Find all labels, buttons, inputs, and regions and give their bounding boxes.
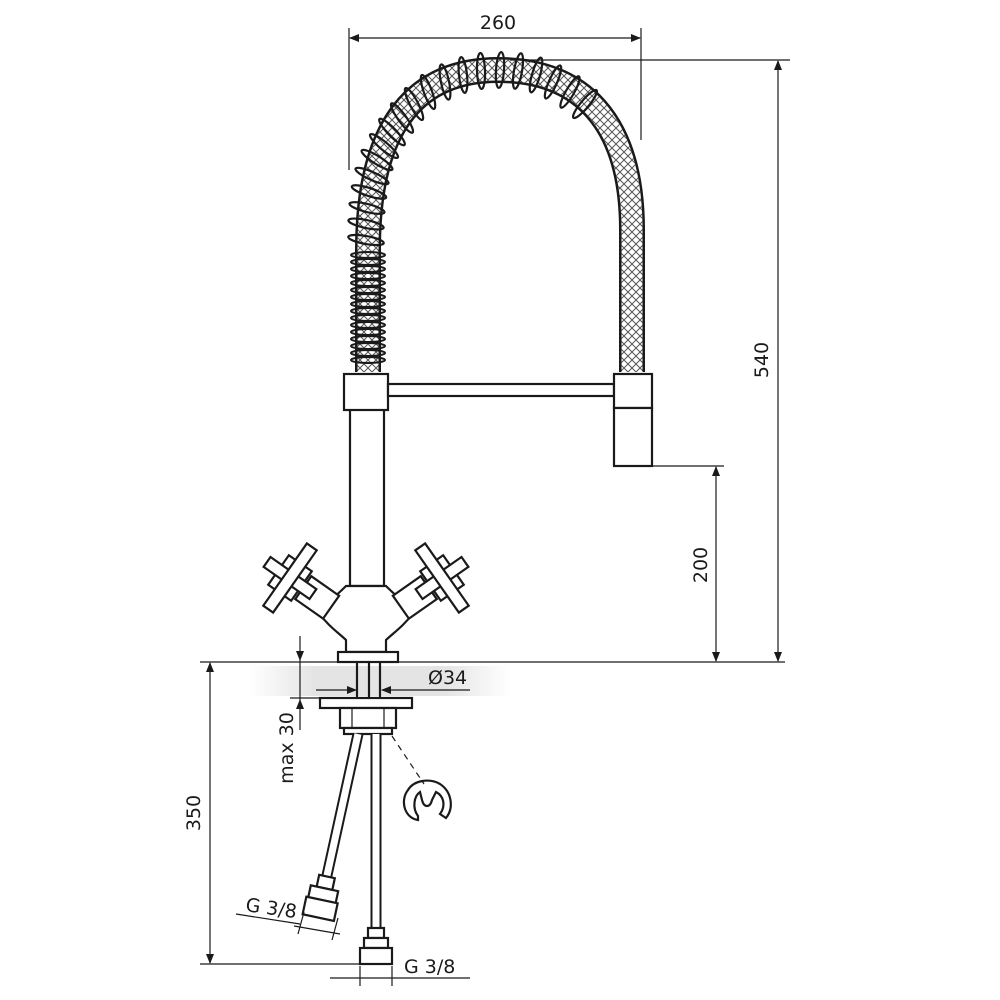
dim-max-thickness-label: max 30: [276, 712, 298, 784]
spring-ring: [350, 184, 388, 200]
spring-ring: [347, 233, 385, 247]
dimension-hole-diameter: Ø34: [316, 667, 470, 694]
spring-ring: [494, 50, 506, 90]
faucet-body: [261, 372, 654, 736]
spring-ring: [559, 75, 581, 109]
dim-spout-height-label: 200: [690, 547, 712, 583]
spring-ring: [347, 217, 385, 231]
right-cross-handle: [413, 541, 471, 615]
supply-hoses: [301, 732, 452, 966]
countertop: [200, 661, 785, 696]
dimension-width: 260: [348, 12, 642, 170]
dim-hole-diameter-label: Ø34: [428, 667, 467, 689]
dim-connector-right-label: G 3/8: [404, 956, 455, 978]
dimension-below-height: 350: [183, 662, 392, 965]
spring-ring: [348, 201, 386, 215]
spring-ring: [368, 132, 400, 160]
spring-ring: [528, 56, 544, 94]
spring-ring: [354, 166, 390, 186]
dim-connector-left-label: G 3/8: [244, 894, 298, 923]
dimension-total-height: 540: [510, 59, 790, 662]
spring-ring: [438, 63, 452, 101]
dimension-connector-right: G 3/8: [330, 956, 470, 986]
spring-ring: [389, 102, 415, 134]
dimension-max-thickness: max 30: [276, 636, 320, 784]
spring-ring: [378, 117, 406, 147]
spring-ring: [457, 55, 469, 95]
spring-ring: [419, 73, 437, 111]
spring-ring: [403, 86, 425, 122]
spring-ring: [350, 251, 386, 259]
spring-ring: [475, 51, 487, 91]
braided-hose: [355, 56, 645, 372]
dim-total-height-label: 540: [751, 342, 773, 378]
spring-coil: [347, 50, 599, 364]
spring-ring: [511, 52, 525, 90]
spring-ring: [571, 88, 599, 120]
dim-below-height-label: 350: [183, 795, 205, 831]
dim-width-label: 260: [480, 12, 516, 34]
dimension-spout-height: 200: [652, 465, 724, 662]
spring-ring: [543, 64, 563, 100]
spring-ring: [360, 148, 394, 172]
left-cross-handle: [261, 541, 319, 615]
